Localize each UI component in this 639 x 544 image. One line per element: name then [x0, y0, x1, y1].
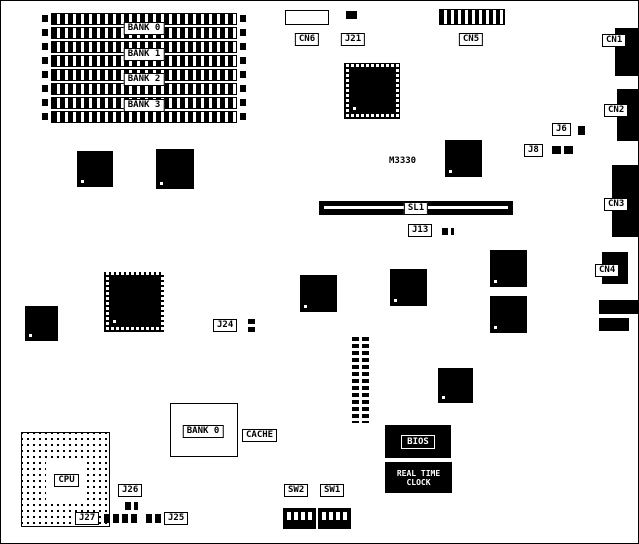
- j25-label: J25: [164, 512, 189, 525]
- j6-connector: [578, 126, 585, 135]
- ic-chip: [445, 140, 482, 177]
- pin-column: [362, 337, 369, 423]
- cn4-label: CN4: [595, 264, 620, 277]
- cache-bank-label: BANK 0: [182, 425, 224, 438]
- cn5-label: CN5: [458, 33, 484, 46]
- m3330-label: M3330: [389, 156, 417, 166]
- sw2-dip-switch: [283, 508, 316, 529]
- cn1-label: CN1: [602, 34, 627, 47]
- j8-label: J8: [524, 144, 543, 157]
- sw1-dip-switch: [318, 508, 351, 529]
- j25-connector: [146, 514, 162, 523]
- j21-label: J21: [340, 33, 366, 46]
- edge-connector: [599, 318, 629, 331]
- ic-chip: [156, 149, 194, 189]
- ic-chip: [300, 275, 337, 312]
- cpu-socket-center: CPU: [46, 459, 87, 502]
- qfp-chip: [104, 272, 164, 332]
- cache-socket: [170, 403, 238, 457]
- ic-chip: [390, 269, 427, 306]
- bios-label: BIOS: [401, 434, 435, 449]
- sw2-label: SW2: [284, 484, 309, 497]
- chip-die: [109, 277, 159, 327]
- j8-connector: [552, 146, 561, 154]
- ic-chip: [490, 296, 527, 333]
- bank0-label: BANK 0: [123, 22, 165, 35]
- rtc-label-line2: CLOCK: [406, 477, 431, 487]
- j21-connector: [346, 11, 357, 19]
- qfp-chip: [344, 63, 400, 119]
- bios-chip: BIOS: [385, 425, 451, 458]
- cache-label: CACHE: [242, 429, 278, 442]
- bank1-label: BANK 1: [123, 48, 165, 61]
- j13-label: J13: [408, 224, 433, 237]
- sw1-label: SW1: [320, 484, 345, 497]
- cn2-label: CN2: [604, 104, 629, 117]
- j13-connector: [442, 228, 454, 235]
- cpu-label: CPU: [54, 474, 79, 487]
- j26-label: J26: [118, 484, 143, 497]
- sl1-label: SL1: [403, 202, 429, 215]
- ic-chip: [490, 250, 527, 287]
- cn3-label: CN3: [604, 198, 629, 211]
- ic-chip: [25, 306, 58, 341]
- cn5-connector: [439, 9, 505, 25]
- j27-label: J27: [75, 512, 100, 525]
- j26-connector: [125, 502, 138, 510]
- j24-connector: [248, 319, 255, 332]
- simm-slot: [42, 111, 246, 123]
- pin-column: [352, 337, 359, 423]
- ic-chip: [77, 151, 113, 187]
- edge-connector: [599, 300, 638, 314]
- chip-die: [349, 68, 395, 114]
- cn6-label: CN6: [294, 33, 320, 46]
- bank2-label: BANK 2: [123, 73, 165, 86]
- cpu-socket: CPU: [21, 432, 110, 527]
- pin-header: [352, 337, 372, 423]
- rtc-label-line1: REAL TIME: [396, 468, 441, 478]
- rtc-chip: REAL TIME CLOCK: [385, 462, 452, 493]
- j8-connector: [564, 146, 573, 154]
- j24-label: J24: [213, 319, 238, 332]
- bank3-label: BANK 3: [123, 99, 165, 112]
- j27-connector: [104, 514, 138, 523]
- j6-label: J6: [552, 123, 571, 136]
- ic-chip: [438, 368, 473, 403]
- cn6-connector: [285, 10, 329, 25]
